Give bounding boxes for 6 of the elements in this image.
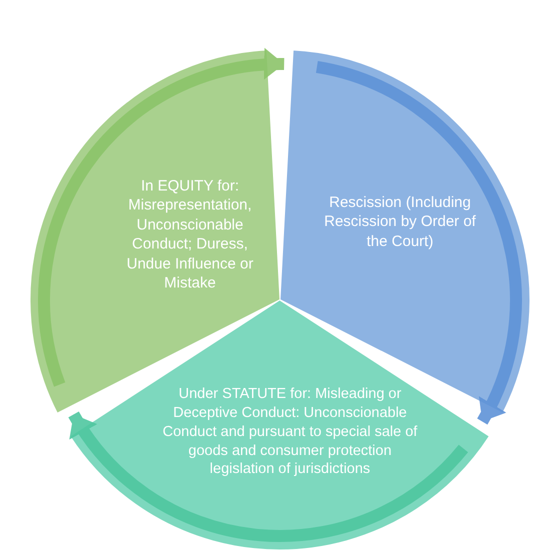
segment-label: In EQUITY for: Misrepresentation, Unconscionable Conduct; Duress, Undue Influence or Mistake xyxy=(126,176,254,294)
segment-label: Under STATUTE for: Misleading or Deceptive Conduct: Unconscionable Conduct and pursuant to special sale of goods and consumer protection legislation of jurisdictions xyxy=(162,384,418,480)
segment-label: Rescission (Including Rescission by Order of the Court) xyxy=(323,192,477,252)
curved-arrow xyxy=(68,411,468,542)
curved-arrow xyxy=(316,61,522,424)
cycle-segment xyxy=(70,300,490,550)
